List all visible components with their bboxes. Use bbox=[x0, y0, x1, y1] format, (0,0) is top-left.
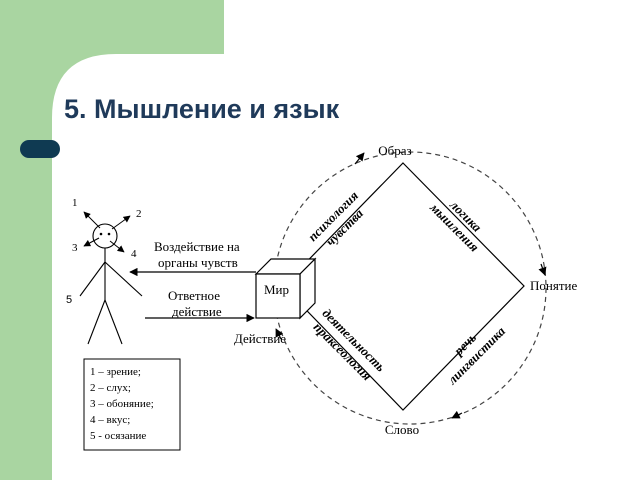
edge-label-lingvistika: лингвистика bbox=[444, 323, 509, 388]
node-slovo: Слово bbox=[385, 422, 419, 437]
cycle-arrowhead-right bbox=[538, 263, 547, 276]
senses-legend-box bbox=[83, 358, 181, 451]
white-content-area bbox=[52, 54, 640, 480]
navy-bullet-icon bbox=[20, 140, 60, 158]
sense-number-4: 4 bbox=[131, 248, 137, 260]
sense-number-5: 5 bbox=[66, 294, 72, 306]
sense-arrow-smell bbox=[83, 237, 100, 247]
world-cube bbox=[254, 257, 317, 320]
sense-arrow-taste bbox=[109, 240, 125, 253]
sense-number-2: 2 bbox=[136, 208, 142, 220]
node-ponyatie: Понятие bbox=[530, 278, 577, 293]
node-deystvie: Действие bbox=[234, 331, 286, 346]
cycle-arrowhead-top bbox=[354, 152, 365, 165]
legend-item-1: 1 – зрение; bbox=[90, 366, 141, 378]
concept-diamond bbox=[282, 162, 525, 411]
legend-item-2: 2 – слух; bbox=[90, 382, 131, 394]
influence-label-line1: Воздействие на bbox=[154, 239, 240, 254]
sense-arrow-vision bbox=[83, 211, 101, 229]
sense-number-1: 1 bbox=[72, 197, 78, 209]
cycle-arrowhead-left bbox=[275, 328, 284, 340]
sense-number-3: 3 bbox=[72, 242, 78, 254]
legend-item-4: 4 – вкус; bbox=[90, 414, 130, 426]
cube-label-mir: Мир bbox=[264, 282, 289, 297]
green-left-strip bbox=[0, 0, 52, 480]
response-label-line1: Ответное bbox=[168, 288, 220, 303]
sense-arrow-hearing bbox=[111, 215, 131, 230]
slide-title: 5. Мышление и язык bbox=[64, 94, 340, 124]
legend-item-5: 5 - осязание bbox=[90, 430, 146, 442]
response-label-line2: действие bbox=[172, 304, 222, 319]
cycle-arrowhead-bottom bbox=[451, 410, 463, 419]
node-obraz: Образ bbox=[378, 143, 411, 158]
legend-item-3: 3 – обоняние; bbox=[90, 398, 154, 410]
influence-label-line2: органы чувств bbox=[158, 255, 238, 270]
